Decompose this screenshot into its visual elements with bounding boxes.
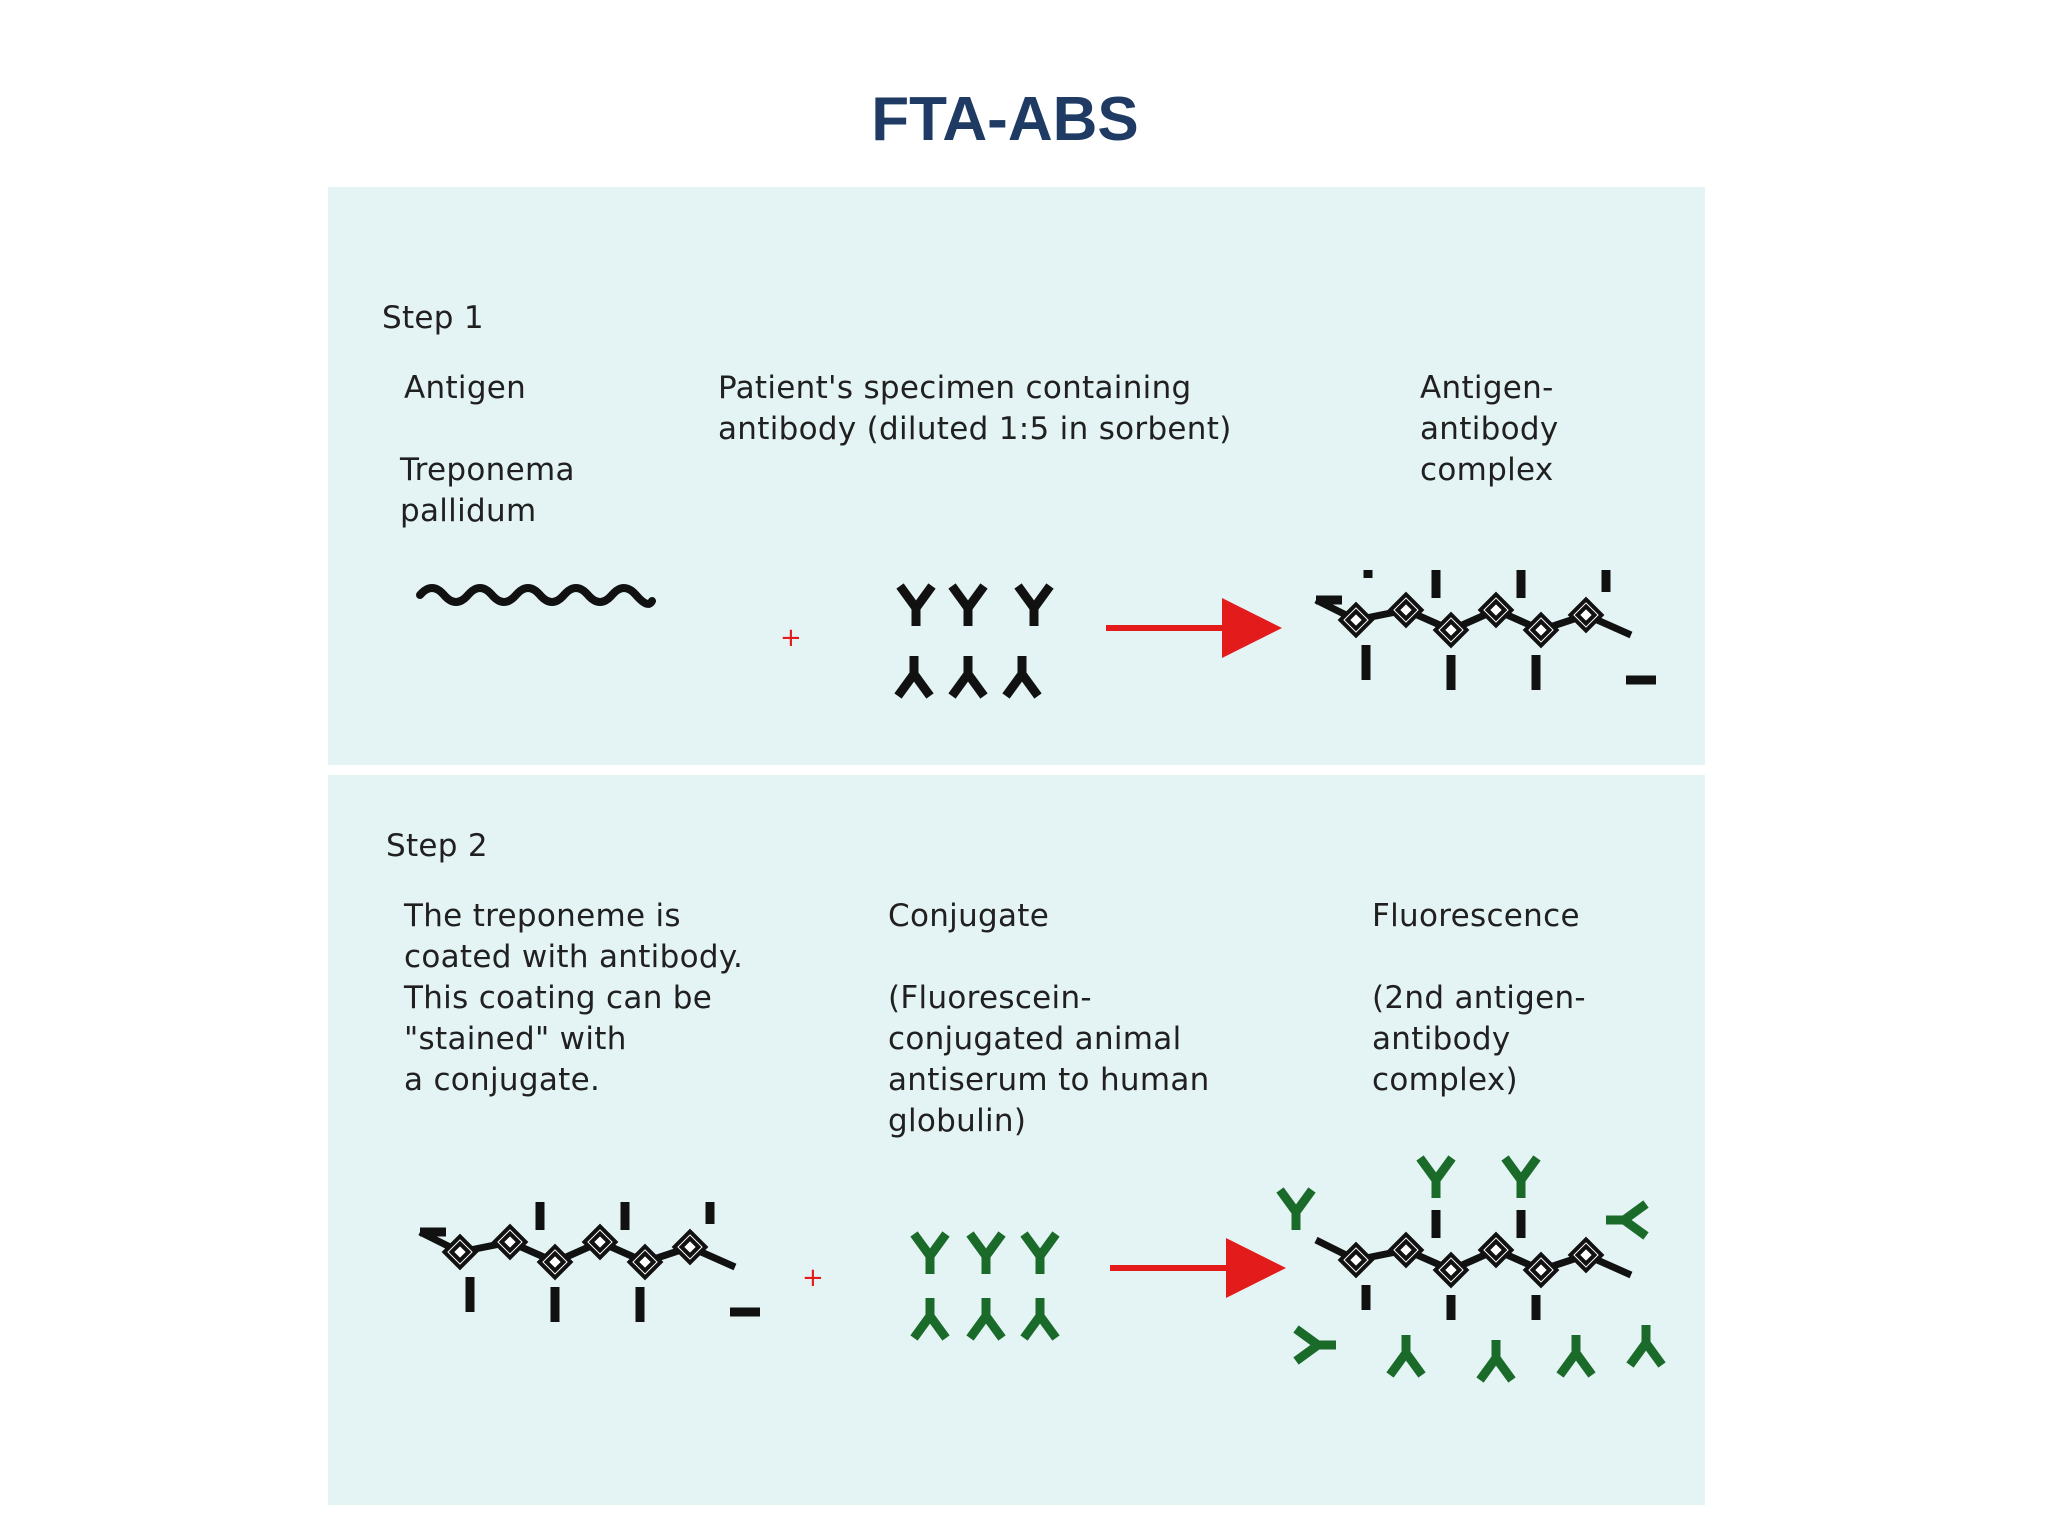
step1-heading: Step 1 [382, 300, 484, 336]
antibody-icon [1018, 586, 1050, 626]
antigen-label: Antigen [404, 370, 527, 406]
conjugate-antibody-icon [914, 1234, 946, 1274]
step1-panel [328, 187, 1705, 765]
antigen-name: Treponema pallidum [400, 452, 575, 529]
coated-treponeme-icon [418, 1202, 760, 1322]
conjugate-label: Conjugate [888, 898, 1050, 934]
antibody-icon [900, 586, 932, 626]
fluorescence-description: (2nd antigen- antibody complex) [1372, 980, 1586, 1098]
conjugate-group [914, 1234, 1056, 1338]
page-title: FTA-ABS [871, 85, 1139, 154]
conjugate-antibody-icon [970, 1234, 1002, 1274]
antibody-icon [952, 656, 984, 696]
step2-plus: + [802, 1263, 825, 1293]
fluorescent-complex-icon [1280, 1158, 1662, 1380]
conjugate-description: (Fluorescein- conjugated animal antiseru… [888, 980, 1210, 1139]
step2-heading: Step 2 [386, 828, 488, 864]
step2-panel [328, 775, 1705, 1505]
antibody-icon [952, 586, 984, 626]
treponeme-icon [416, 584, 656, 608]
conjugate-antibody-icon [914, 1298, 946, 1338]
antibody-group [898, 586, 1050, 696]
conjugate-antibody-icon [1024, 1234, 1056, 1274]
step1-plus: + [780, 623, 803, 653]
conjugate-antibody-icon [1024, 1298, 1056, 1338]
fluorescence-label: Fluorescence [1372, 898, 1580, 934]
antibody-icon [898, 656, 930, 696]
step2-description: The treponeme is coated with antibody. T… [404, 898, 744, 1098]
antigen-antibody-complex-icon [1314, 570, 1656, 690]
antibody-icon [1006, 656, 1038, 696]
complex-label: Antigen- antibody complex [1420, 370, 1559, 488]
conjugate-antibody-icon [970, 1298, 1002, 1338]
specimen-label: Patient's specimen containing antibody (… [718, 370, 1232, 447]
